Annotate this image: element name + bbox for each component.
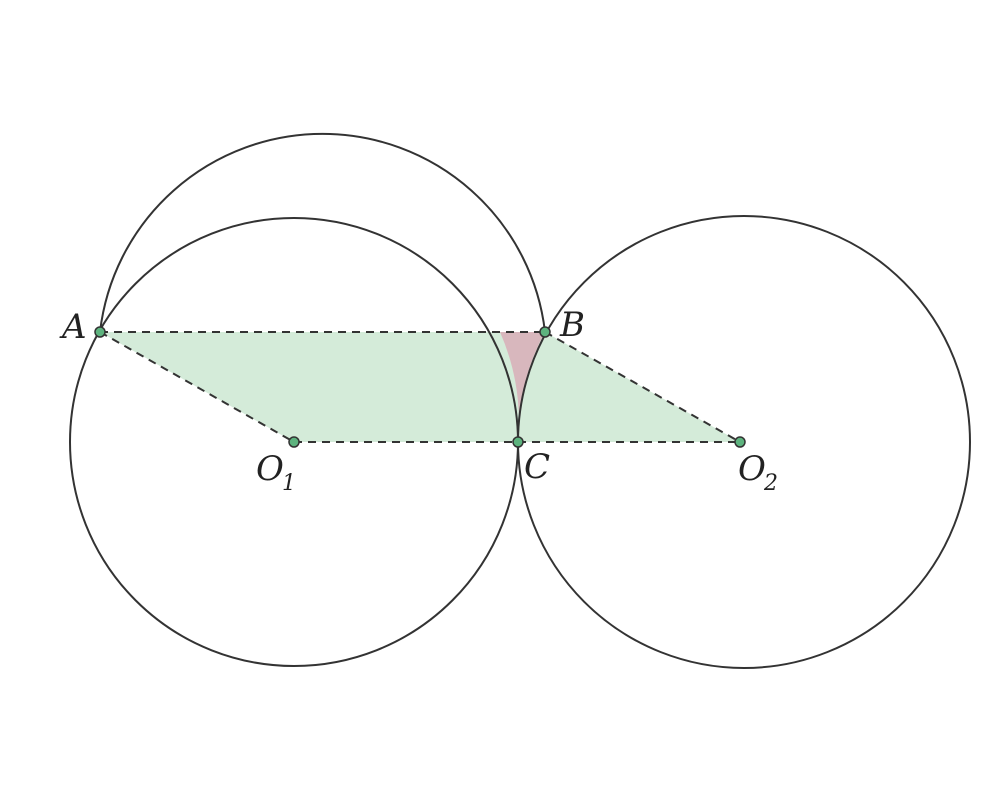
label-o2: O bbox=[738, 449, 766, 489]
arc-ab-upper bbox=[99, 132, 546, 333]
point-o1 bbox=[288, 436, 300, 448]
label-a: A bbox=[59, 307, 87, 347]
label-c: C bbox=[524, 447, 550, 487]
point-b bbox=[539, 326, 551, 338]
segment-a-o1 bbox=[99, 331, 295, 443]
segment-b-o2 bbox=[544, 331, 741, 443]
crescent-region bbox=[100, 133, 545, 332]
label-o1: O bbox=[256, 449, 284, 489]
point-a bbox=[94, 326, 106, 338]
label-o1-sub: 1 bbox=[282, 471, 296, 496]
dashed-segments bbox=[99, 331, 741, 443]
point-o2 bbox=[734, 436, 746, 448]
parallelogram-region bbox=[100, 332, 740, 442]
label-o2-sub: 2 bbox=[763, 471, 778, 496]
overlap-region bbox=[500, 332, 545, 442]
point-c bbox=[512, 436, 524, 448]
label-b: B bbox=[559, 305, 585, 345]
